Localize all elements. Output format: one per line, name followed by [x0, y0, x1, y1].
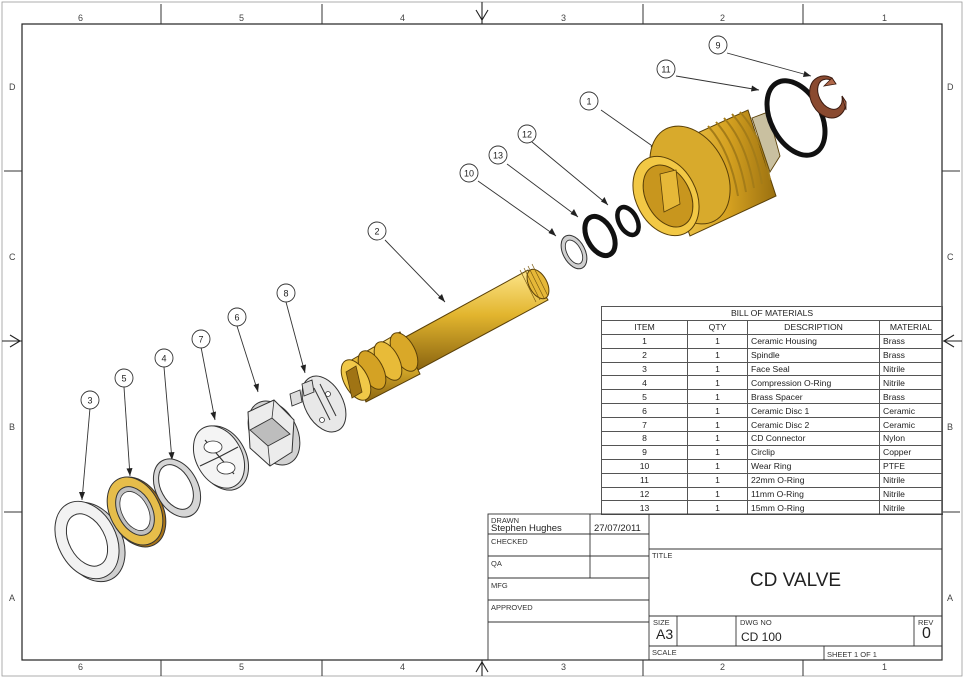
part-15mm-o-ring: [582, 213, 618, 259]
zone-col-bottom: 1: [882, 662, 888, 672]
balloon-circle: [579, 91, 599, 111]
zone-col-bottom: 4: [400, 662, 406, 672]
part-wear-ring: [560, 234, 588, 270]
balloon-circle: [114, 368, 134, 388]
leader-lines: [81, 52, 812, 501]
balloon-label: 9: [715, 41, 720, 51]
dwg-no-value: CD 100: [741, 630, 782, 644]
zone-col-top: 1: [882, 13, 888, 23]
part-compression-o-ring: [152, 458, 202, 518]
size-label: SIZE: [653, 618, 670, 627]
balloon-label: 11: [661, 65, 670, 75]
size-value: A3: [656, 626, 674, 642]
scale-label: SCALE: [652, 648, 677, 657]
zone-row-right: D: [947, 82, 954, 92]
part-spindle: [340, 263, 550, 403]
balloon-circle: [517, 124, 537, 144]
balloon-circle: [227, 307, 247, 327]
balloon-label: 12: [522, 130, 532, 140]
zone-col-bottom: 6: [78, 662, 84, 672]
balloon-label: 13: [493, 151, 503, 161]
sheet-label: SHEET: [827, 650, 852, 659]
balloon-circle: [154, 348, 174, 368]
of-label: OF: [860, 650, 871, 659]
rev-label: REV: [918, 618, 934, 627]
zone-col-top: 4: [400, 13, 406, 23]
zone-row-left: B: [9, 422, 16, 432]
dwg-no-label: DWG NO: [740, 618, 772, 627]
balloon-circle: [488, 145, 508, 165]
zone-col-top: 5: [239, 13, 245, 23]
drawn-date: 27/07/2011: [594, 523, 641, 534]
part-ceramic-disc-1: [247, 399, 301, 467]
zone-row-right: B: [947, 422, 954, 432]
sheet-info: SHEET 1 OF 1: [827, 650, 877, 659]
zone-row-right: A: [947, 593, 954, 603]
balloon-label: 8: [283, 289, 288, 299]
part-cd-connector: [289, 375, 347, 433]
mfg-label: MFG: [491, 581, 508, 590]
part-ceramic-housing: [632, 109, 781, 237]
checked-label: CHECKED: [491, 537, 528, 546]
balloon-label: 10: [464, 169, 474, 179]
zone-col-bottom: 2: [720, 662, 726, 672]
balloon-circle: [80, 390, 100, 410]
bom-header-row: ITEM QTY DESCRIPTION MATERIAL: [601, 319, 944, 335]
bom-cell-material: Copper: [878, 444, 944, 460]
part-face-seal: [54, 500, 126, 583]
zone-col-top: 2: [720, 13, 726, 23]
balloon-label: 4: [161, 354, 166, 364]
zone-ticks: [4, 4, 960, 676]
part-circlip: [809, 75, 847, 119]
sheet-total: 1: [872, 650, 877, 659]
balloon-label: 2: [374, 227, 379, 237]
balloon-label: 7: [198, 335, 203, 345]
balloon-circle: [191, 329, 211, 349]
title-label: TITLE: [652, 551, 673, 560]
balloon-label: 6: [234, 313, 239, 323]
zone-row-left: D: [9, 82, 16, 92]
approved-label: APPROVED: [491, 603, 533, 612]
sheet-number: 1: [853, 650, 859, 659]
drawn-by: Stephen Hughes: [491, 523, 562, 534]
zone-col-top: 3: [561, 13, 567, 23]
rev-value: 0: [922, 625, 931, 642]
balloon-label: 3: [87, 396, 92, 406]
drawn-label: DRAWN: [491, 516, 520, 525]
balloon-circle: [459, 163, 479, 183]
part-ceramic-disc-2: [192, 425, 250, 491]
part-11mm-o-ring: [615, 204, 641, 238]
zone-col-bottom: 5: [239, 662, 245, 672]
balloon-circle: [656, 59, 676, 79]
balloon-circle: [708, 35, 728, 55]
zone-row-right: C: [947, 252, 954, 262]
zone-row-left: A: [9, 593, 16, 603]
zone-row-left: C: [9, 252, 16, 262]
zone-col-top: 6: [78, 13, 84, 23]
qa-label: QA: [491, 559, 502, 568]
drawing-title: CD VALVE: [749, 570, 842, 591]
zone-col-bottom: 3: [561, 662, 567, 672]
balloon-label: 1: [586, 97, 591, 107]
bill-of-materials-table: BILL OF MATERIALS ITEM QTY DESCRIPTION M…: [600, 306, 944, 516]
balloon-circle: [276, 283, 296, 303]
balloon-label: 5: [121, 374, 126, 384]
balloon-circle: [367, 221, 387, 241]
part-brass-spacer: [106, 476, 167, 548]
